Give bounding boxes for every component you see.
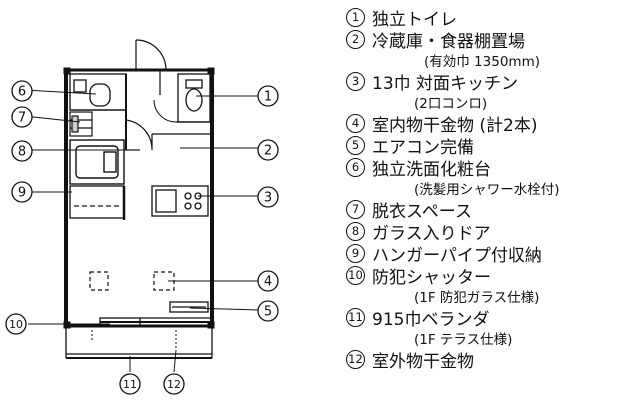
callout-7-label: 7 xyxy=(18,111,26,126)
callout-3-label: 3 xyxy=(264,191,272,206)
callout-10: 10 xyxy=(5,313,27,335)
balcony xyxy=(65,326,213,359)
legend-number: 4 xyxy=(346,113,365,133)
legend-item-12: 12 室外物干金物 xyxy=(346,348,560,372)
callout-4: 4 xyxy=(257,270,279,292)
callout-10-label: 10 xyxy=(9,318,23,331)
legend-label: 独立洗面化粧台 xyxy=(372,159,491,180)
legend-item-6: 6 独立洗面化粧台 xyxy=(346,156,560,180)
legend-label: 915巾ベランダ xyxy=(372,309,490,330)
legend-number: 8 xyxy=(346,221,365,241)
callout-2: 2 xyxy=(257,139,279,161)
legend-item-4: 4 室内物干金物 (計2本) xyxy=(346,112,560,136)
legend-number: 12 xyxy=(346,349,365,369)
legend-number: 9 xyxy=(346,243,365,263)
legend-label: エアコン完備 xyxy=(372,137,474,158)
callout-6-label: 6 xyxy=(18,85,26,100)
floor-plan: 1 2 3 4 5 6 7 8 9 10 11 12 xyxy=(5,39,279,395)
callout-8-label: 8 xyxy=(18,145,26,160)
legend-label: 室内物干金物 (計2本) xyxy=(372,115,538,136)
callout-8: 8 xyxy=(11,140,33,162)
callout-6: 6 xyxy=(11,80,33,102)
legend-number: 7 xyxy=(346,199,365,219)
legend-label: 室外物干金物 xyxy=(372,351,474,372)
legend-item-9: 9 ハンガーパイプ付収納 xyxy=(346,242,560,266)
callout-4-label: 4 xyxy=(264,275,272,290)
legend-item-1: 1 独立トイレ xyxy=(346,6,560,30)
legend-note: (1F 防犯ガラス仕様) xyxy=(414,290,540,306)
entrance-door xyxy=(135,39,167,95)
callout-5-label: 5 xyxy=(264,305,272,320)
fridge-space xyxy=(151,133,210,150)
legend-item-2: 2 冷蔵庫・食器棚置場 xyxy=(346,28,560,52)
legend-number: 3 xyxy=(346,71,365,91)
toilet-room xyxy=(153,73,211,123)
callout-11-label: 11 xyxy=(123,378,137,391)
legend-label: 脱衣スペース xyxy=(372,201,472,222)
callout-1: 1 xyxy=(257,85,279,107)
callout-2-label: 2 xyxy=(264,144,272,159)
legend-number: 5 xyxy=(346,135,365,155)
callout-9-label: 9 xyxy=(18,186,26,201)
leader-lines xyxy=(23,89,259,373)
legend-note: (洗髪用シャワー水栓付) xyxy=(414,182,560,198)
legend-label: 13巾 対面キッチン xyxy=(372,73,519,94)
callout-11: 11 xyxy=(119,373,141,395)
legend-number: 2 xyxy=(346,29,365,49)
legend-label: 防犯シャッター xyxy=(372,267,491,288)
closet xyxy=(69,185,126,220)
air-conditioner xyxy=(169,301,209,313)
callout-1-label: 1 xyxy=(264,90,272,105)
security-shutter xyxy=(99,317,212,327)
callout-7: 7 xyxy=(11,106,33,128)
legend-label: 冷蔵庫・食器棚置場 xyxy=(372,31,525,52)
glass-door xyxy=(125,119,153,151)
outer-walls xyxy=(63,67,215,329)
vanity-unit xyxy=(69,111,93,137)
outdoor-drying-hooks xyxy=(91,330,177,350)
legend: 1 独立トイレ 2 冷蔵庫・食器棚置場 (有効巾 1350mm) 3 13巾 対… xyxy=(346,6,560,372)
callout-3: 3 xyxy=(257,186,279,208)
legend-label: 独立トイレ xyxy=(372,9,457,30)
legend-item-8: 8 ガラス入りドア xyxy=(346,220,560,244)
legend-number: 11 xyxy=(346,307,365,327)
callout-12-label: 12 xyxy=(167,378,181,391)
legend-item-10: 10 防犯シャッター xyxy=(346,264,560,288)
legend-number: 10 xyxy=(346,265,365,285)
indoor-drying-hooks xyxy=(89,271,175,291)
legend-note: (有効巾 1350mm) xyxy=(424,54,540,70)
legend-item-5: 5 エアコン完備 xyxy=(346,134,560,158)
callout-12: 12 xyxy=(163,373,185,395)
legend-item-7: 7 脱衣スペース xyxy=(346,198,560,222)
legend-label: ガラス入りドア xyxy=(372,223,491,244)
callout-5: 5 xyxy=(257,300,279,322)
legend-item-3: 3 13巾 対面キッチン xyxy=(346,70,560,94)
legend-item-11: 11 915巾ベランダ xyxy=(346,306,560,330)
legend-note: (2口コンロ) xyxy=(414,96,488,112)
legend-label: ハンガーパイプ付収納 xyxy=(372,245,542,266)
kitchen xyxy=(151,185,209,217)
callout-9: 9 xyxy=(11,181,33,203)
legend-number: 6 xyxy=(346,157,365,177)
legend-number: 1 xyxy=(346,7,365,27)
legend-note: (1F テラス仕様) xyxy=(414,332,513,348)
bathtub xyxy=(69,139,125,185)
